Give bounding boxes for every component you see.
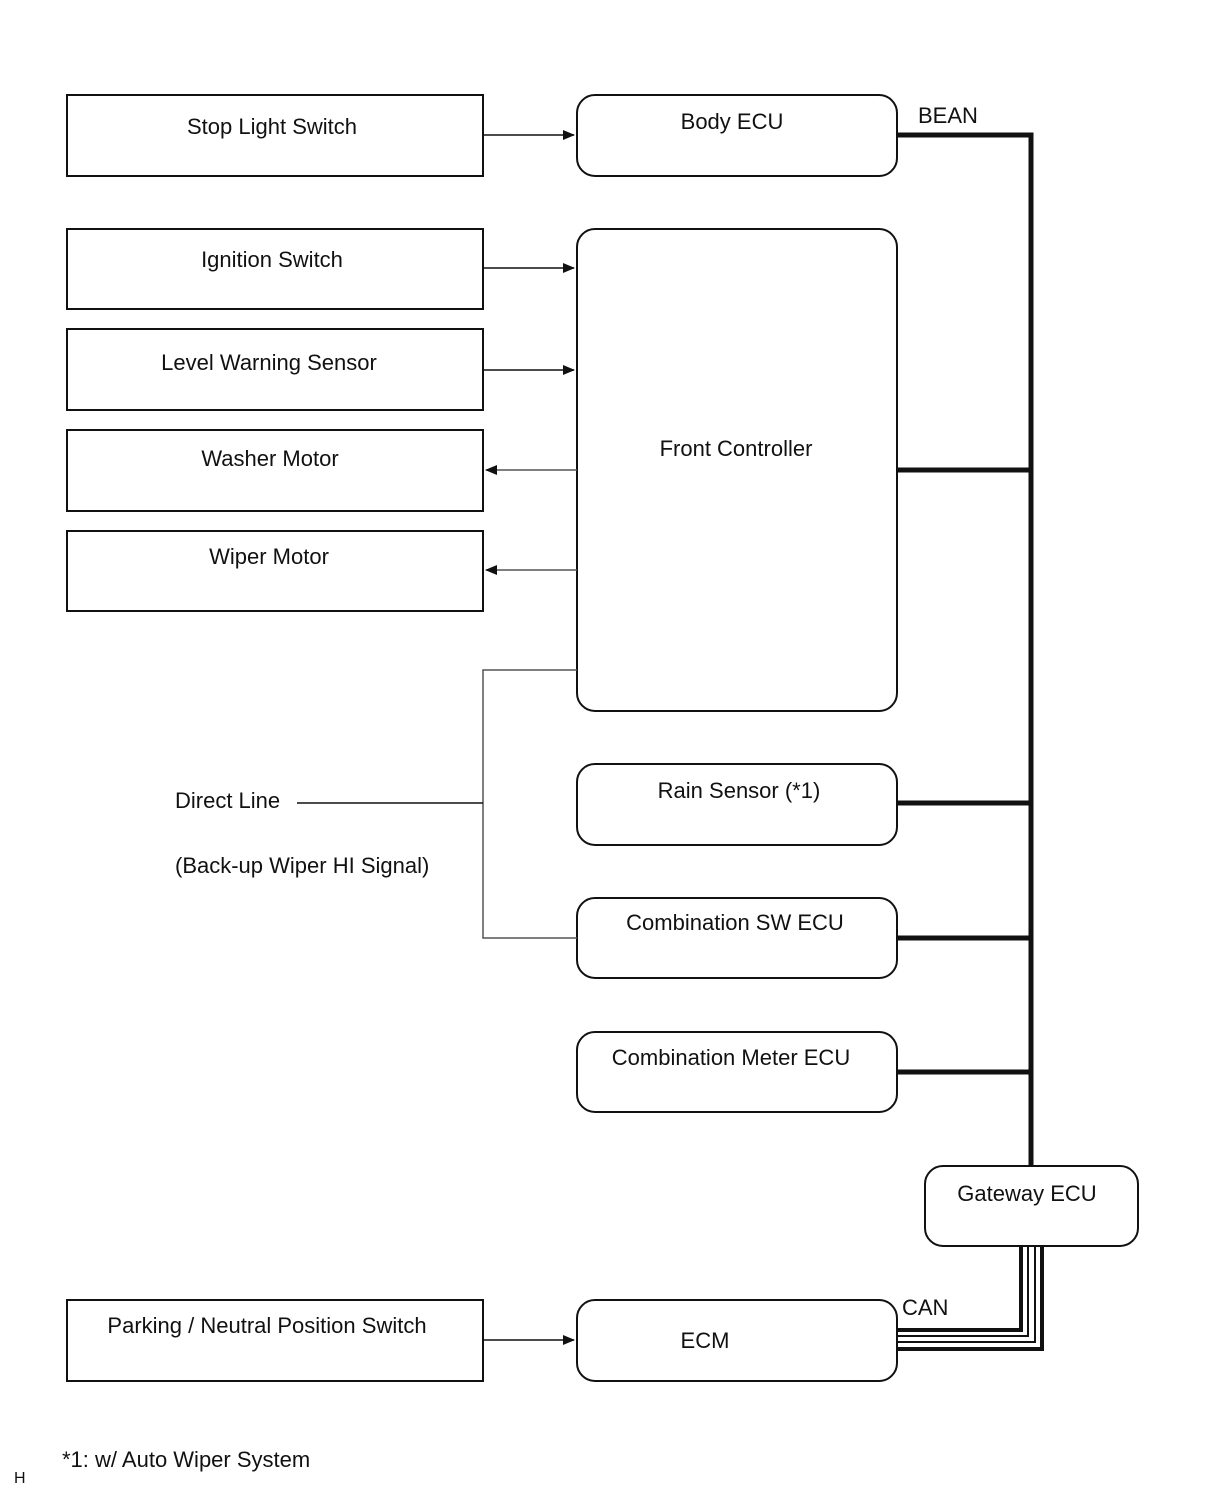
ecm-label: ECM [681,1328,730,1353]
gateway-ecu-box: Gateway ECU [924,1165,1139,1247]
level-warning-sensor-box: Level Warning Sensor [66,328,484,411]
wiper-motor-box: Wiper Motor [66,530,484,612]
combination-meter-ecu-label: Combination Meter ECU [612,1045,850,1070]
direct-line-label: Direct Line [175,788,280,813]
footnote: *1: w/ Auto Wiper System [62,1447,310,1472]
combination-sw-ecu-box: Combination SW ECU [576,897,898,979]
front-controller-box: Front Controller [576,228,898,712]
parking-neutral-switch-box: Parking / Neutral Position Switch [66,1299,484,1382]
body-ecu-label: Body ECU [681,109,784,134]
ignition-switch-box: Ignition Switch [66,228,484,310]
washer-motor-label: Washer Motor [201,446,338,471]
can-bus [897,1246,1044,1351]
rain-sensor-box: Rain Sensor (*1) [576,763,898,846]
combination-meter-ecu-box: Combination Meter ECU [576,1031,898,1113]
stop-light-switch-box: Stop Light Switch [66,94,484,177]
combination-sw-ecu-label: Combination SW ECU [626,910,844,935]
wiper-motor-label: Wiper Motor [209,544,329,569]
stop-light-switch-label: Stop Light Switch [187,114,357,139]
bean-label: BEAN [918,103,978,128]
level-warning-sensor-label: Level Warning Sensor [161,350,377,375]
bean-bus [897,132,1034,1166]
gateway-ecu-label: Gateway ECU [957,1181,1096,1206]
can-label: CAN [902,1295,948,1320]
backup-signal-label: (Back-up Wiper HI Signal) [175,853,429,878]
parking-neutral-switch-label: Parking / Neutral Position Switch [107,1313,426,1338]
rain-sensor-label: Rain Sensor (*1) [658,778,821,803]
corner-mark: H [14,1470,26,1487]
direct-line-path [482,669,577,939]
front-controller-label: Front Controller [660,436,813,461]
body-ecu-box: Body ECU [576,94,898,177]
ecm-box: ECM [576,1299,898,1382]
washer-motor-box: Washer Motor [66,429,484,512]
ignition-switch-label: Ignition Switch [201,247,343,272]
